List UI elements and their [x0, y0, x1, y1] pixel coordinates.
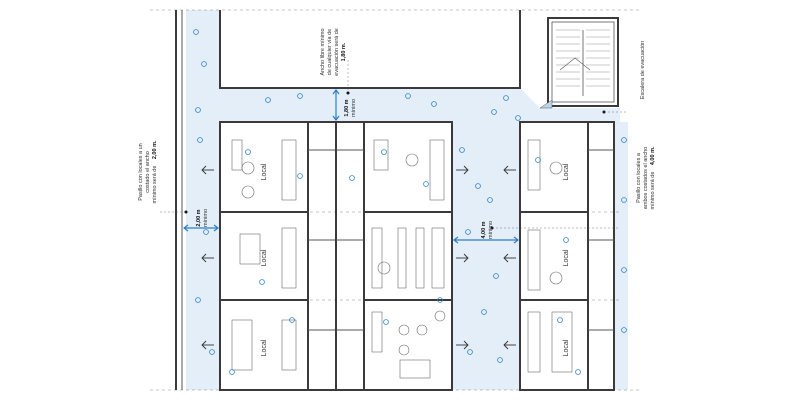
person-icon [289, 317, 295, 323]
left-corridor-fill [186, 10, 220, 390]
annotation-line: Pasillo con locales a un [138, 143, 144, 200]
shop-block-center [335, 121, 453, 391]
annotation-corridor-left: Pasillo con locales a un costado el anch… [138, 140, 186, 213]
person-icon [621, 137, 627, 143]
person-icon [503, 95, 509, 101]
person-icon [475, 183, 481, 189]
person-icon [381, 149, 387, 155]
annotation-line: evacuación será de [334, 28, 340, 76]
room-labels: Local Local Local Local Local Local [261, 163, 570, 356]
dimension-400: 4,00 m mínimo [453, 221, 620, 244]
person-icon [431, 101, 437, 107]
person-icon [557, 317, 563, 323]
dimension-value: 4,00 m [481, 221, 487, 238]
people-markers [193, 29, 627, 375]
dimension-value: 1,80 m [344, 99, 350, 116]
annotation-stair: Escalera de evacuación [602, 41, 646, 114]
annotation-line: costado el ancho [145, 151, 151, 193]
person-icon [535, 157, 541, 163]
arrow-left-icon [503, 340, 516, 350]
evacuation-stair [539, 21, 615, 109]
person-icon [383, 319, 389, 325]
dimension-sub: mínimo [203, 209, 209, 227]
person-icon [497, 357, 503, 363]
person-icon [459, 147, 465, 153]
annotation-corridor-right: Pasillo con locales a ambos costados el … [636, 146, 658, 209]
right-corridor-fill [614, 122, 628, 390]
central-corridor-fill [452, 122, 520, 390]
person-icon [465, 229, 471, 235]
annotation-line: mínimo será de [650, 172, 656, 210]
dimension-180: 1,80 m mínimo [332, 60, 357, 121]
annotation-line: mínimo será de [152, 166, 158, 204]
svg-text:mínimo será de 2,00 m.: mínimo será de 2,00 m. [143, 140, 160, 203]
person-icon [245, 149, 251, 155]
person-icon [515, 115, 521, 121]
arrow-right-icon [456, 165, 469, 175]
person-icon [563, 237, 569, 243]
room-label: Local [563, 339, 570, 356]
room-label: Local [261, 249, 268, 266]
annotation-value: 2,00 m. [152, 140, 158, 159]
top-corridor-fill [186, 88, 620, 122]
person-icon [575, 369, 581, 375]
shop-block-right [519, 121, 615, 391]
annotation-line: Pasillo con locales a [636, 152, 642, 203]
person-icon [621, 197, 627, 203]
dimension-sub: mínimo [351, 99, 357, 117]
person-icon [437, 297, 443, 303]
arrow-left-icon [201, 253, 214, 263]
furniture [231, 139, 573, 379]
annotation-value: 4,00 m. [650, 146, 656, 165]
person-icon [297, 93, 303, 99]
person-icon [349, 175, 355, 181]
person-icon [467, 349, 473, 355]
annotation-line: ambos costados el ancho [643, 147, 649, 209]
person-icon [493, 273, 499, 279]
annotation-value: 1,80 m. [341, 42, 347, 61]
arrow-right-icon [456, 253, 469, 263]
annotation-evacuation-width: Ancho libre mínimo de cualquier vía de e… [320, 28, 347, 76]
arrow-left-icon [201, 165, 214, 175]
person-icon [195, 297, 201, 303]
person-icon [229, 369, 235, 375]
person-icon [203, 229, 209, 235]
dimension-sub: mínimo [488, 221, 494, 239]
person-icon [259, 279, 265, 285]
arrow-right-icon [456, 340, 469, 350]
person-icon [265, 97, 271, 103]
room-label: Local [563, 163, 570, 180]
arrow-left-icon [503, 253, 516, 263]
arrow-left-icon [201, 340, 214, 350]
person-icon [481, 309, 487, 315]
room-label: Local [261, 339, 268, 356]
stair-label: Escalera de evacuación [640, 41, 646, 99]
building-walls [175, 10, 619, 390]
person-icon [209, 349, 215, 355]
person-icon [621, 267, 627, 273]
person-icon [193, 29, 199, 35]
person-icon [423, 181, 429, 187]
dimension-value: 2,00 m [196, 209, 202, 226]
svg-text:mínimo será de 4,00 m.: mínimo será de 4,00 m. [641, 146, 658, 209]
person-icon [487, 197, 493, 203]
person-icon [201, 61, 207, 67]
person-icon [621, 327, 627, 333]
person-icon [195, 107, 201, 113]
arrow-left-icon [503, 165, 516, 175]
person-icon [297, 173, 303, 179]
person-icon [197, 137, 203, 143]
annotation-line: Ancho libre mínimo [320, 28, 326, 75]
room-label: Local [261, 163, 268, 180]
annotation-line: de cualquier vía de [327, 29, 333, 75]
dimension-200: 2,00 m mínimo [183, 209, 219, 232]
person-icon [491, 109, 497, 115]
exit-arrows [201, 165, 516, 350]
person-icon [405, 93, 411, 99]
room-label: Local [563, 249, 570, 266]
shop-block-left [219, 121, 337, 391]
